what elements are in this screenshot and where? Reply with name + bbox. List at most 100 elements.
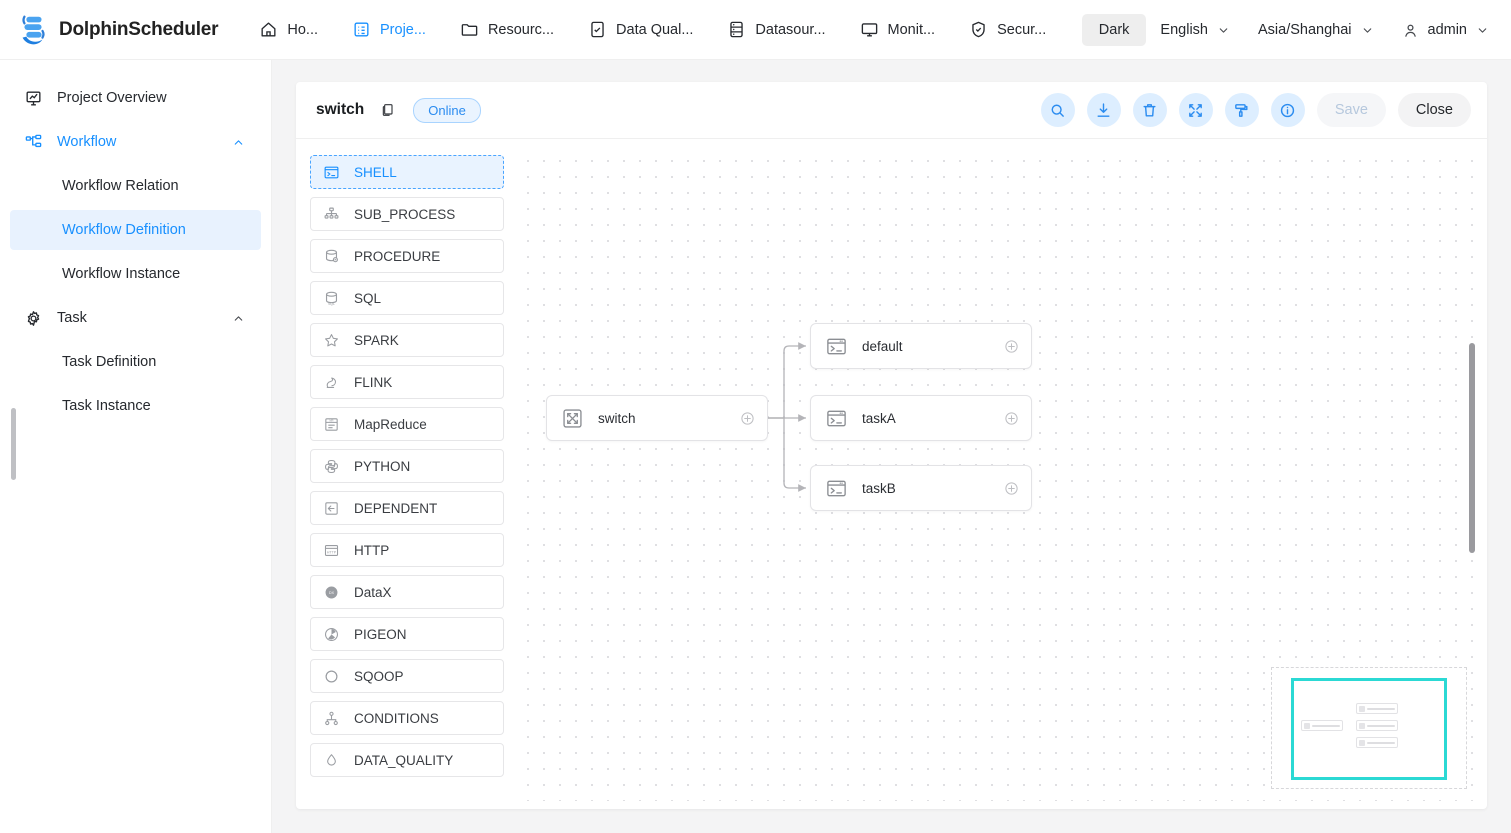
task-chip-shell[interactable]: SHELL bbox=[310, 155, 504, 189]
nav-item-datasource[interactable]: Datasour... bbox=[710, 0, 842, 60]
sidebar-label-workflow: Workflow bbox=[57, 134, 117, 150]
sidebar-item-task-definition[interactable]: Task Definition bbox=[10, 342, 261, 382]
info-button[interactable] bbox=[1270, 93, 1305, 127]
workflow-toolbar: Save Close bbox=[1040, 93, 1471, 127]
canvas-vertical-scrollbar[interactable] bbox=[1469, 343, 1475, 553]
spark-star-icon bbox=[325, 333, 338, 346]
monitor-icon bbox=[861, 23, 877, 37]
plus-port-icon[interactable] bbox=[740, 411, 755, 426]
sidebar-label-workflow-definition: Workflow Definition bbox=[62, 222, 186, 238]
language-selector[interactable]: English bbox=[1146, 22, 1244, 38]
task-chip-procedure[interactable]: PROCEDURE bbox=[310, 239, 504, 273]
sidebar-item-project-overview[interactable]: Project Overview bbox=[10, 78, 261, 118]
nav-item-project[interactable]: Proje... bbox=[335, 0, 443, 60]
task-chip-label: DataX bbox=[354, 584, 392, 600]
nav-item-data-quality[interactable]: Data Qual... bbox=[571, 0, 710, 60]
sidebar-scrollbar[interactable] bbox=[11, 408, 16, 480]
sidebar-item-task-instance[interactable]: Task Instance bbox=[10, 386, 261, 426]
task-chip-dependent[interactable]: DEPENDENT bbox=[310, 491, 504, 525]
dag-canvas[interactable]: switch default taskA bbox=[516, 147, 1477, 801]
minimap-viewport[interactable] bbox=[1291, 678, 1447, 780]
sidebar-item-workflow-relation[interactable]: Workflow Relation bbox=[10, 166, 261, 206]
delete-button[interactable] bbox=[1132, 93, 1167, 127]
http-icon: HTTP bbox=[324, 544, 339, 556]
task-chip-sub-process[interactable]: SUB_PROCESS bbox=[310, 197, 504, 231]
workflow-title: switch bbox=[316, 101, 365, 118]
close-button[interactable]: Close bbox=[1397, 93, 1471, 127]
user-label: admin bbox=[1427, 22, 1468, 38]
task-chip-spark[interactable]: SPARK bbox=[310, 323, 504, 357]
workflow-icon bbox=[25, 134, 42, 147]
brand-name: DolphinScheduler bbox=[59, 18, 219, 40]
sidebar-item-workflow-instance[interactable]: Workflow Instance bbox=[10, 254, 261, 294]
task-chip-mapreduce[interactable]: MR MapReduce bbox=[310, 407, 504, 441]
task-chip-flink[interactable]: FLINK bbox=[310, 365, 504, 399]
user-icon bbox=[1404, 24, 1416, 37]
task-chip-label: PROCEDURE bbox=[354, 248, 441, 264]
terminal-icon bbox=[324, 166, 339, 178]
copy-icon[interactable] bbox=[380, 102, 396, 118]
dag-minimap[interactable] bbox=[1271, 667, 1467, 789]
task-chip-data-quality[interactable]: DATA_QUALITY bbox=[310, 743, 504, 777]
nav-item-home[interactable]: Ho... bbox=[242, 0, 335, 60]
sidebar-label-task-instance: Task Instance bbox=[62, 398, 151, 414]
task-chip-label: DEPENDENT bbox=[354, 500, 438, 516]
sidebar: Project Overview Workflow Workflow Relat… bbox=[0, 60, 272, 833]
nav-label-security: Secur... bbox=[997, 21, 1047, 38]
task-chip-label: FLINK bbox=[354, 374, 393, 390]
sidebar-label-project-overview: Project Overview bbox=[57, 90, 167, 106]
user-menu[interactable]: admin bbox=[1388, 22, 1504, 39]
timezone-selector[interactable]: Asia/Shanghai bbox=[1244, 22, 1388, 38]
task-chip-python[interactable]: PYTHON bbox=[310, 449, 504, 483]
nav-item-monitor[interactable]: Monit... bbox=[843, 0, 953, 60]
fullscreen-icon bbox=[1189, 103, 1203, 117]
svg-text:SQL: SQL bbox=[328, 301, 335, 305]
save-button[interactable]: Save bbox=[1316, 93, 1386, 127]
nav-item-resources[interactable]: Resourc... bbox=[443, 0, 571, 60]
dag-node-default[interactable]: default bbox=[810, 323, 1032, 369]
workflow-definition-panel: switch Online bbox=[296, 82, 1487, 809]
search-button[interactable] bbox=[1040, 93, 1075, 127]
sidebar-label-workflow-instance: Workflow Instance bbox=[62, 266, 181, 282]
dag-node-switch[interactable]: switch bbox=[546, 395, 768, 441]
nav-label-home: Ho... bbox=[287, 21, 318, 38]
task-chip-datax[interactable]: DX DataX bbox=[310, 575, 504, 609]
mapreduce-icon: MR bbox=[325, 417, 338, 431]
sub-process-icon bbox=[324, 207, 339, 219]
task-chip-sql[interactable]: SQL SQL bbox=[310, 281, 504, 315]
workflow-editor-body: SHELL SUB_PROCESS PROCEDURE SQL SQL bbox=[296, 139, 1487, 809]
download-button[interactable] bbox=[1086, 93, 1121, 127]
format-button[interactable] bbox=[1224, 93, 1259, 127]
dag-node-taskA[interactable]: taskA bbox=[810, 395, 1032, 441]
plus-port-icon[interactable] bbox=[1004, 411, 1019, 426]
task-chip-conditions[interactable]: CONDITIONS bbox=[310, 701, 504, 735]
dag-node-taskB[interactable]: taskB bbox=[810, 465, 1032, 511]
sidebar-item-workflow[interactable]: Workflow bbox=[10, 122, 261, 162]
chevron-up-icon bbox=[234, 139, 243, 145]
theme-toggle-button[interactable]: Dark bbox=[1081, 14, 1147, 46]
download-icon bbox=[1097, 102, 1110, 117]
folder-icon bbox=[461, 24, 478, 36]
switch-icon bbox=[563, 408, 582, 428]
plus-port-icon[interactable] bbox=[1004, 481, 1019, 496]
sidebar-label-workflow-relation: Workflow Relation bbox=[62, 178, 179, 194]
task-chip-pigeon[interactable]: PIGEON bbox=[310, 617, 504, 651]
fullscreen-button[interactable] bbox=[1178, 93, 1213, 127]
brand[interactable]: DolphinScheduler bbox=[0, 11, 219, 49]
workflow-header: switch Online bbox=[296, 82, 1487, 139]
sidebar-item-workflow-definition[interactable]: Workflow Definition bbox=[10, 210, 261, 250]
sql-icon: SQL bbox=[325, 291, 338, 305]
sidebar-item-task[interactable]: Task bbox=[10, 298, 261, 338]
task-chip-label: DATA_QUALITY bbox=[354, 752, 454, 768]
task-chip-label: SQOOP bbox=[354, 668, 404, 684]
sidebar-label-task-definition: Task Definition bbox=[62, 354, 157, 370]
edge-switch-default bbox=[768, 342, 806, 419]
minimap-node bbox=[1356, 703, 1398, 714]
nav-item-security[interactable]: Secur... bbox=[952, 0, 1063, 60]
paint-roller-icon bbox=[1235, 103, 1248, 117]
task-chip-sqoop[interactable]: SQOOP bbox=[310, 659, 504, 693]
minimap-node bbox=[1356, 720, 1398, 731]
task-chip-http[interactable]: HTTP HTTP bbox=[310, 533, 504, 567]
svg-text:HTTP: HTTP bbox=[327, 550, 337, 554]
plus-port-icon[interactable] bbox=[1004, 339, 1019, 354]
